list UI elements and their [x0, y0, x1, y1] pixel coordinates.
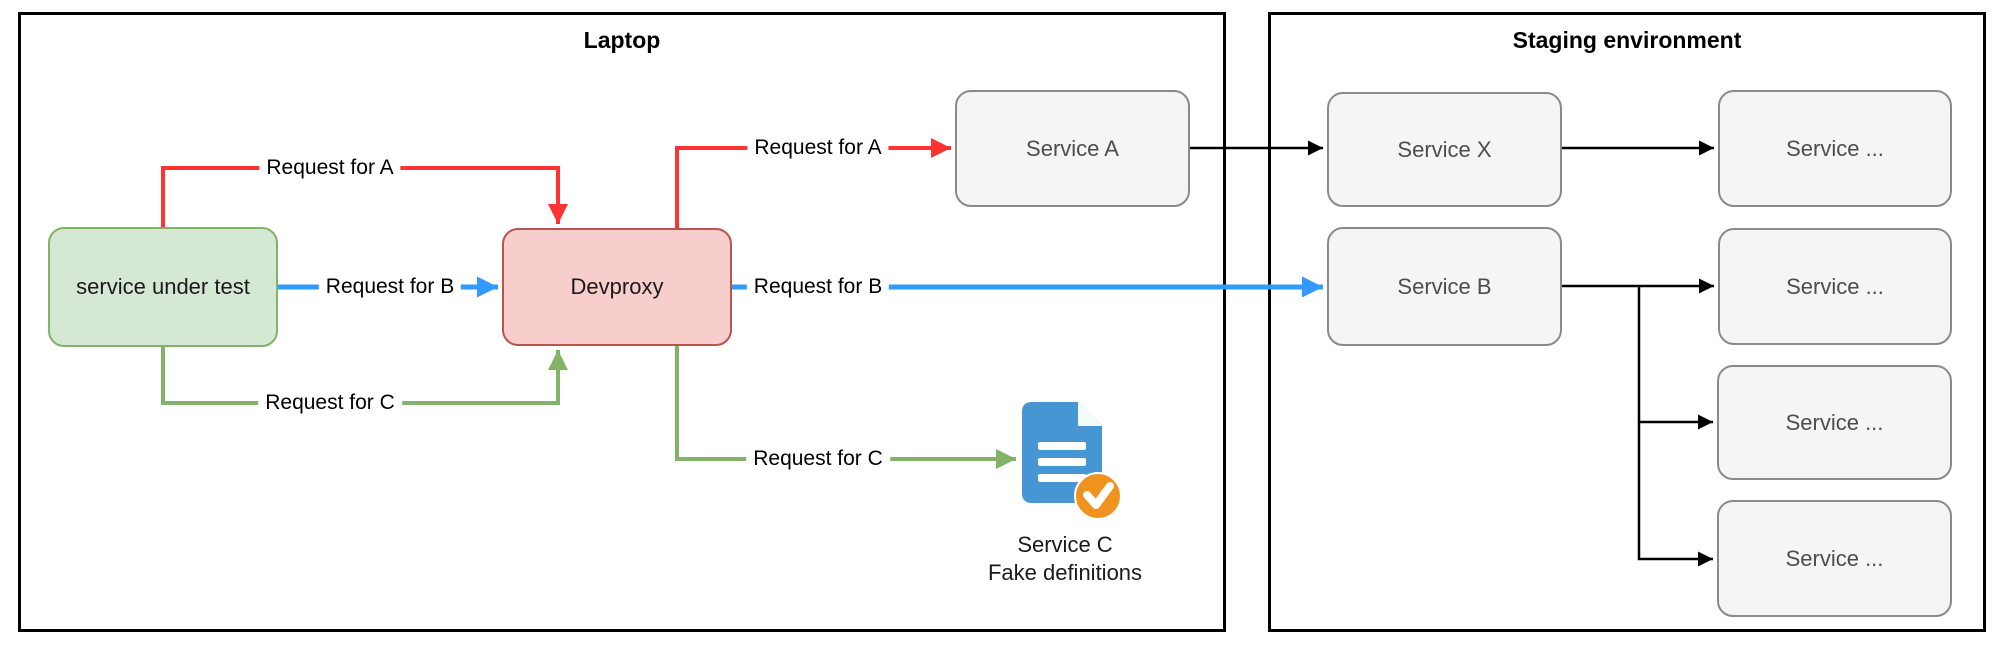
node-service-more-1: Service ...: [1718, 90, 1952, 207]
node-service-under-test-label: service under test: [76, 274, 250, 299]
document-line-2: [1038, 458, 1086, 466]
document-line-3: [1038, 474, 1086, 482]
service-c-sublabel: Fake definitions: [987, 560, 1143, 585]
document-fold-icon: [1078, 402, 1102, 426]
staging-environment-container: Staging environment: [1268, 12, 1986, 632]
fake-definitions-document-icon: [1022, 402, 1122, 520]
node-service-more-4-label: Service ...: [1785, 545, 1884, 571]
edge-label-request-for-b-left: Request for B: [318, 274, 462, 300]
node-service-more-2: Service ...: [1718, 228, 1952, 345]
node-service-a-label: Service A: [1026, 135, 1119, 161]
edge-label-request-for-a-left: Request for A: [259, 155, 401, 181]
node-service-more-1-label: Service ...: [1786, 135, 1884, 161]
edge-label-request-for-c-right: Request for C: [746, 446, 890, 472]
check-mark-icon: [1083, 482, 1114, 509]
laptop-container: Laptop: [18, 12, 1226, 632]
node-service-x-label: Service X: [1397, 136, 1492, 162]
node-service-b: Service B: [1327, 227, 1562, 346]
edge-label-request-for-c-left: Request for C: [258, 390, 402, 416]
node-devproxy-label: Devproxy: [570, 274, 664, 299]
node-service-more-2-label: Service ...: [1786, 273, 1884, 299]
node-service-more-4: Service ...: [1717, 500, 1952, 617]
node-service-x: Service X: [1327, 92, 1562, 207]
edge-label-request-for-b-right: Request for B: [746, 274, 890, 300]
node-service-more-3: Service ...: [1717, 365, 1952, 480]
node-service-more-3-label: Service ...: [1785, 409, 1884, 435]
node-service-under-test: service under test: [48, 227, 278, 347]
node-devproxy: Devproxy: [502, 228, 732, 346]
staging-environment-title: Staging environment: [1512, 27, 1742, 53]
laptop-title: Laptop: [583, 27, 661, 53]
document-line-1: [1038, 442, 1086, 450]
node-service-b-label: Service B: [1397, 273, 1492, 299]
edge-label-request-for-a-right: Request for A: [747, 135, 889, 161]
service-c-label: Service C: [1017, 532, 1113, 557]
node-service-a: Service A: [955, 90, 1190, 207]
